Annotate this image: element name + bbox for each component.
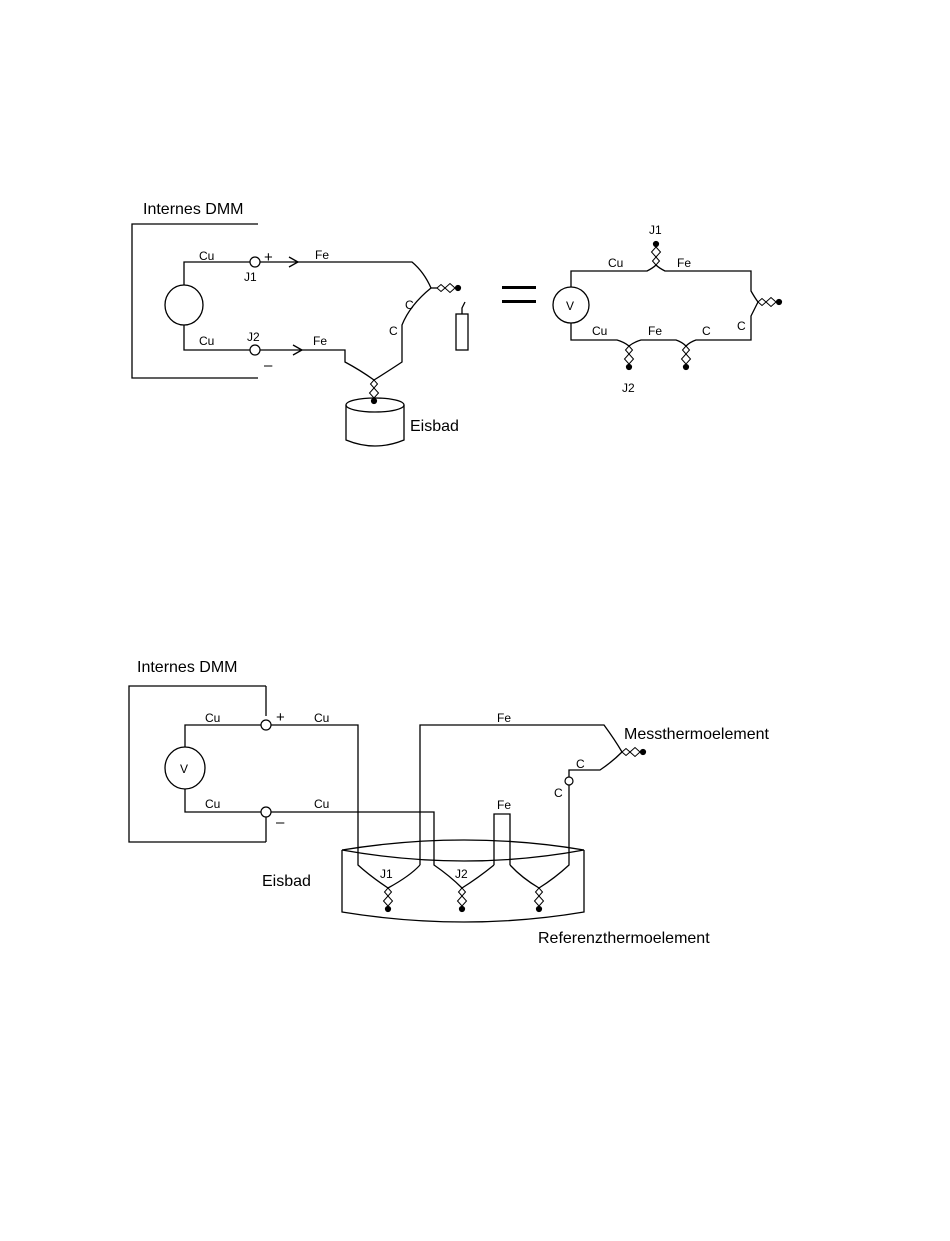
label-fe-top: Fe [315,248,329,262]
ice-bath-rim-back [342,840,584,850]
label-cu-inner-bottom: Cu [205,797,220,811]
diagram-equivalent-circuit: V J1 Cu Fe C Cu Fe C J2 [553,223,782,395]
label-c-right: C [737,319,746,333]
wire-cu-bottom [184,325,250,350]
label-cu-outer-bottom: Cu [314,797,329,811]
junction-j2-icon [458,888,467,912]
label-c-lower: C [389,324,398,338]
candle-body [456,314,468,350]
ice-bath-body [346,405,404,446]
terminal-plus [261,720,271,730]
junction-j1-icon [384,888,393,912]
diagram-simple-thermocouple: Internes DMM Cu Cu J1 J2 + – Fe C Fe C [132,201,468,446]
wire-cu-top [184,262,250,285]
wire-cu-top-to-j1 [271,725,388,888]
label-j1: J1 [380,867,393,881]
voltmeter-circle [165,285,203,325]
measuring-thermocouple-label: Messthermoelement [624,726,770,743]
reference-junction-icon [535,888,544,912]
dmm-enclosure [129,686,266,842]
label-fe-bottom: Fe [313,334,327,348]
wire-fe-top [260,262,431,288]
terminal-plus [250,257,260,267]
ice-bath-rim-front [342,850,584,861]
label-j2: J2 [622,381,635,395]
wire-fe-middle-loop [494,814,510,865]
candle-flame [462,302,465,314]
measuring-junction-icon [622,748,646,757]
label-fe-top: Fe [677,256,691,270]
wire-cu-inner-top [185,725,261,747]
minus-sign: – [264,357,273,374]
reference-junction-icon [682,346,691,370]
wire-fe-j1-branch [388,865,420,888]
dmm-title: Internes DMM [143,201,243,218]
label-j1: J1 [649,223,662,237]
meter-symbol: V [566,299,574,313]
label-cu-bottom: Cu [592,324,607,338]
ice-bath-label: Eisbad [410,418,459,435]
svg-text:=: = [0,0,1,1]
wire-c-lower [374,338,402,380]
measuring-junction-icon [758,298,782,307]
wire-fe-ref-branch [510,865,539,888]
junction-j2-icon [625,346,634,370]
label-c-upper: C [576,757,585,771]
label-cu-top: Cu [199,249,214,263]
loop-top-wire [571,265,758,302]
dmm-enclosure [132,224,258,378]
wire-cu-inner-bottom [185,789,261,812]
dmm-title: Internes DMM [137,659,237,676]
plus-sign: + [276,709,285,726]
minus-sign: – [276,814,285,831]
terminal-minus [261,807,271,817]
reference-junction-icon [370,380,379,404]
measuring-junction-icon [437,284,461,293]
label-fe-bottom: Fe [648,324,662,338]
label-cu-outer-top: Cu [314,711,329,725]
label-j2: J2 [455,867,468,881]
diagram-reference-thermocouple: Internes DMM V Cu Cu + – Cu Cu Fe Fe C C [129,659,770,947]
terminal-minus [250,345,260,355]
wire-fe-top [420,725,622,865]
label-cu-top: Cu [608,256,623,270]
meter-symbol: V [180,762,188,776]
reference-thermocouple-label: Referenzthermoelement [538,930,710,947]
label-c-bottom: C [702,324,711,338]
label-j2: J2 [247,330,260,344]
label-cu-inner-top: Cu [205,711,220,725]
ice-bath-label: Eisbad [262,873,311,890]
label-fe-top: Fe [497,711,511,725]
label-cu-bottom: Cu [199,334,214,348]
label-fe-middle: Fe [497,798,511,812]
connector-c [565,777,573,785]
plus-sign: + [264,249,273,266]
wire-c-upper [402,288,431,338]
label-c-lower: C [554,786,563,800]
label-j1: J1 [244,270,257,284]
junction-j1-icon [652,241,661,265]
label-c-upper: C [405,298,414,312]
wire-fe-bottom [260,350,374,380]
